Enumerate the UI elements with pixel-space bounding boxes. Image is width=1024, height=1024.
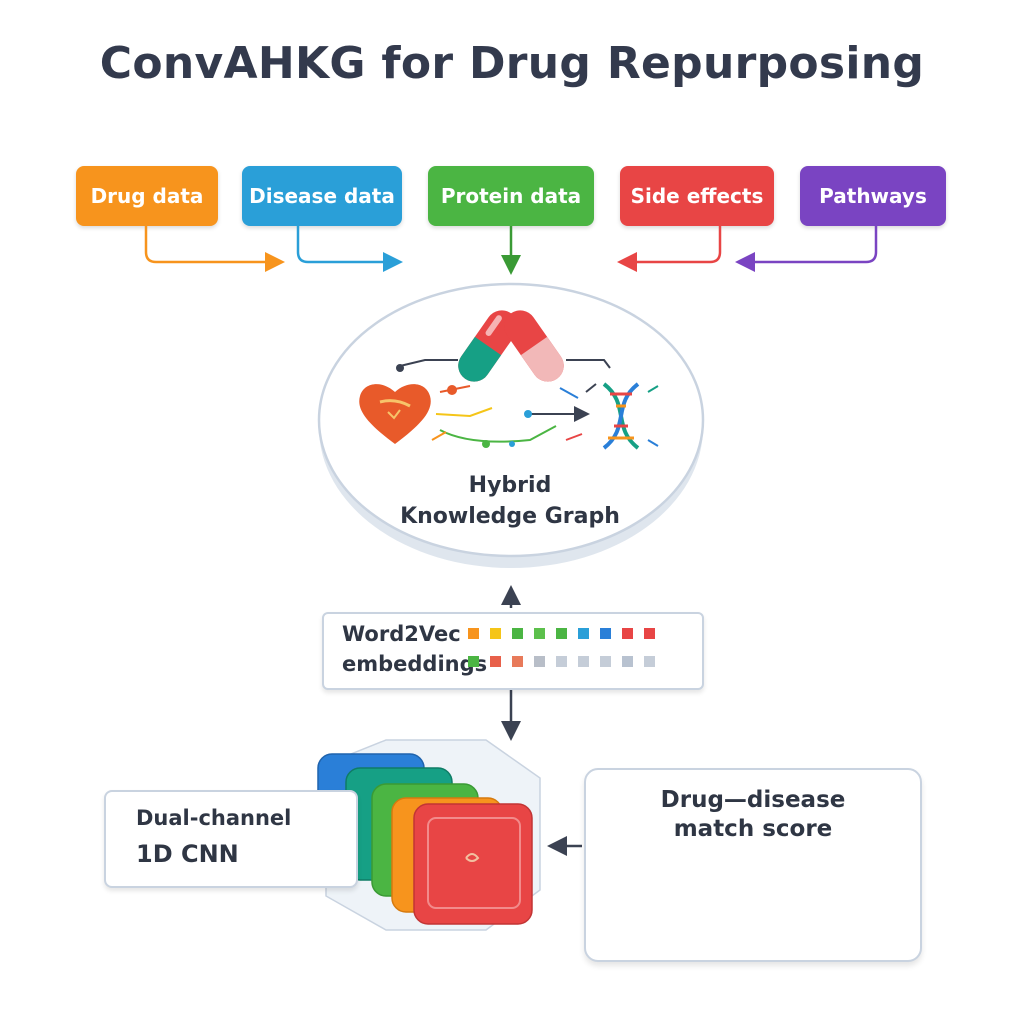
- source-side-effects: Side effects: [620, 166, 774, 226]
- embedding-cell: [644, 628, 655, 639]
- embeddings-line1: Word2Vec: [342, 622, 461, 646]
- embedding-cell: [512, 628, 523, 639]
- knowledge-graph-line2: Knowledge Graph: [400, 504, 620, 529]
- match-score-label: Drug—disease match score: [586, 786, 920, 844]
- embedding-cell: [622, 656, 633, 667]
- embeddings-line2: embeddings: [342, 652, 488, 676]
- embedding-cell: [468, 628, 479, 639]
- embeddings-box: Word2Vec embeddings: [322, 612, 704, 690]
- embedding-cell: [490, 628, 501, 639]
- dna-icon: [602, 382, 640, 450]
- flow-arrows: [501, 585, 582, 856]
- embedding-cell: [534, 656, 545, 667]
- source-label: Drug data: [90, 184, 204, 208]
- cnn-layer-stack: [317, 739, 541, 931]
- embedding-cell: [556, 628, 567, 639]
- graph-edges: [396, 359, 659, 448]
- source-label: Disease data: [249, 184, 395, 208]
- embedding-cell: [578, 628, 589, 639]
- knowledge-graph-label: Hybrid Knowledge Graph: [360, 470, 660, 532]
- source-disease-data: Disease data: [242, 166, 402, 226]
- embedding-cell: [512, 656, 523, 667]
- match-score-box: Drug—disease match score: [584, 768, 922, 962]
- knowledge-graph-disk: [317, 282, 705, 568]
- source-arrows: [144, 226, 878, 275]
- embedding-cell: [644, 656, 655, 667]
- match-score-line2: match score: [673, 816, 833, 842]
- cnn-box: Dual-channel 1D CNN: [104, 790, 358, 888]
- source-label: Protein data: [440, 184, 582, 208]
- embedding-cell: [600, 656, 611, 667]
- match-score-line1: Drug—disease: [660, 787, 846, 813]
- source-protein-data: Protein data: [428, 166, 594, 226]
- source-pathways: Pathways: [800, 166, 946, 226]
- knowledge-graph-line1: Hybrid: [468, 473, 552, 498]
- embedding-cell: [556, 656, 567, 667]
- source-drug-data: Drug data: [76, 166, 218, 226]
- source-label: Side effects: [630, 184, 764, 208]
- cnn-line1: Dual-channel: [136, 806, 292, 830]
- page-title: ConvAHKG for Drug Repurposing: [99, 38, 925, 89]
- embedding-cell: [600, 628, 611, 639]
- embedding-cell: [622, 628, 633, 639]
- embedding-cell: [578, 656, 589, 667]
- cnn-line2: 1D CNN: [136, 840, 239, 868]
- embedding-cell: [490, 656, 501, 667]
- embedding-cell: [534, 628, 545, 639]
- heart-icon: [359, 384, 431, 444]
- embedding-cell: [468, 656, 479, 667]
- capsule-icon: [458, 310, 564, 382]
- source-label: Pathways: [819, 184, 927, 208]
